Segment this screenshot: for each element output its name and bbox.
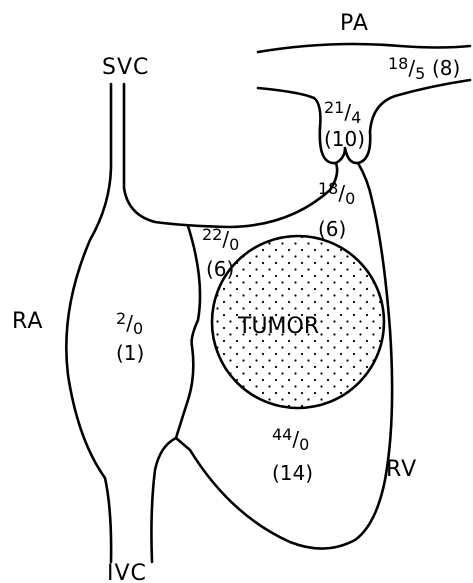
label-pa: PA (340, 11, 369, 36)
pressure-rvupper-ratio: 22/0 (202, 225, 239, 254)
ivc-right-wall (151, 438, 176, 562)
label-rv: RV (386, 457, 417, 482)
pressure-ra-diastolic: 0 (133, 319, 143, 338)
pressure-rvupper-mean: (6) (206, 257, 234, 281)
pressure-ra-ratio: 2/0 (116, 309, 143, 338)
pressure-rvot-systolic: 18 (318, 179, 338, 198)
svc-right-wall (124, 84, 337, 227)
label-ivc: IVC (107, 561, 147, 583)
pressure-paroot-systolic: 21 (324, 98, 344, 117)
pressure-rvupper-diastolic: 0 (229, 235, 239, 254)
pressure-pa-systolic: 18 (388, 54, 408, 73)
label-svc: SVC (102, 55, 149, 80)
pressure-pa-diastolic: 5 (415, 64, 425, 83)
pressure-rv-systolic: 44 (272, 425, 292, 444)
pressure-ra-mean: (1) (116, 341, 144, 365)
pressure-paroot-diastolic: 4 (351, 108, 361, 127)
pressure-paroot-ratio: 21/4 (324, 98, 361, 127)
pressure-rv-ratio: 44/0 (272, 425, 309, 454)
pressure-rvot-diastolic: 0 (345, 189, 355, 208)
pressure-rv-diastolic: 0 (299, 435, 309, 454)
septum (176, 226, 200, 438)
label-tumor: TUMOR (237, 314, 319, 339)
ra-left-wall (66, 84, 111, 562)
pa-upper-wall (258, 44, 470, 52)
pa-lower-wall-left (258, 88, 320, 128)
pressure-rvot-ratio: 18/0 (318, 179, 355, 208)
pressure-rv-mean: (14) (272, 461, 313, 485)
pressure-ra-systolic: 2 (116, 309, 126, 328)
label-ra: RA (12, 309, 43, 334)
pressure-pa-ratio: 18/5 (388, 54, 425, 83)
pressure-paroot-mean: (10) (324, 127, 365, 151)
pressure-rvupper-systolic: 22 (202, 225, 222, 244)
pressure-rvot-mean: (6) (318, 217, 346, 241)
pa-lower-wall-right (370, 80, 470, 132)
pressure-pa-mean: (8) (432, 56, 460, 80)
